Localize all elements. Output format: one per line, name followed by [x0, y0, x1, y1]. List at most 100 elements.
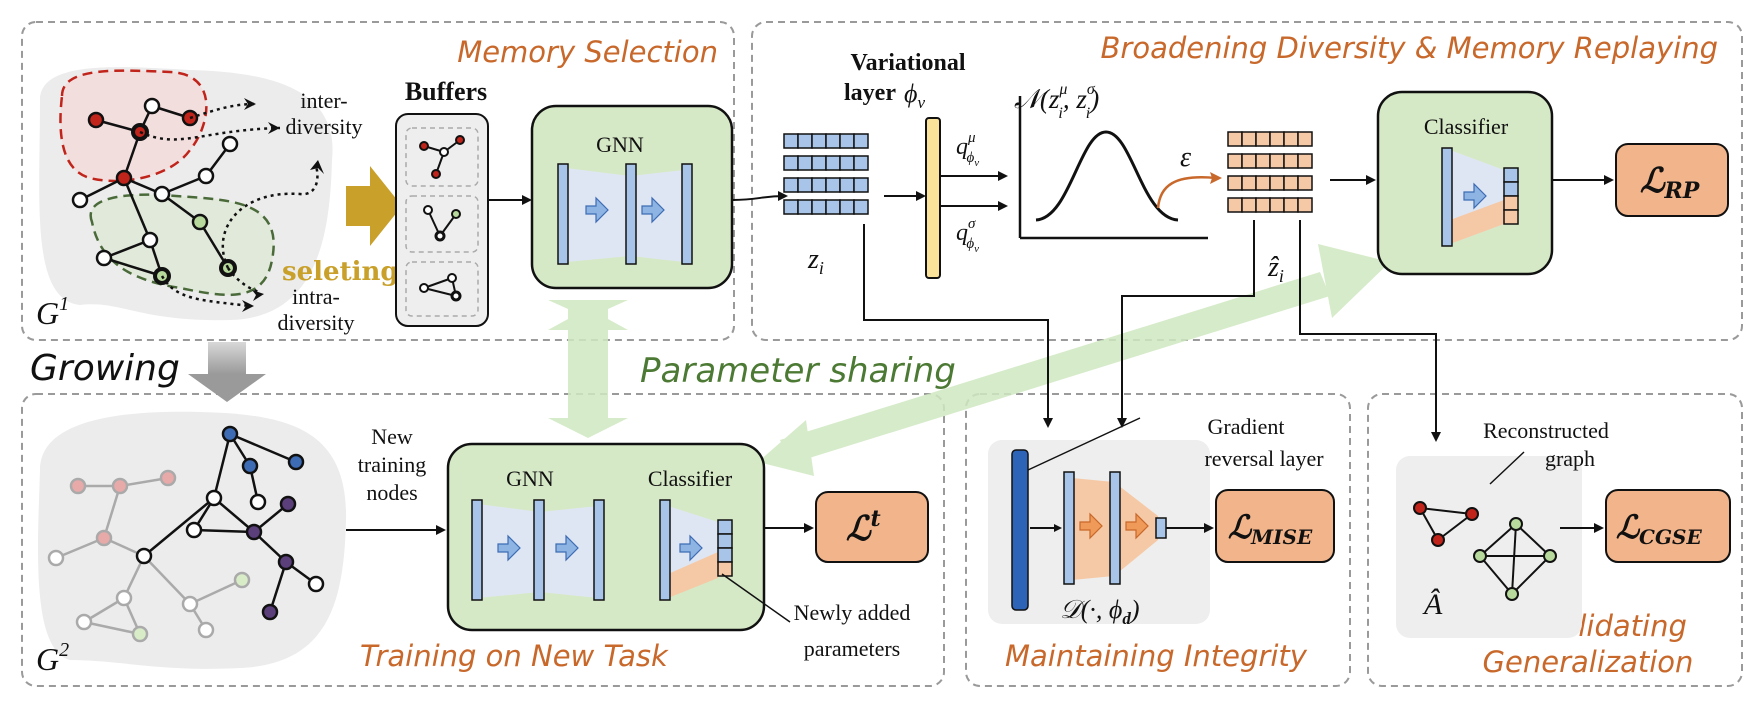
graph-g2 — [38, 411, 347, 669]
variational-title-line1: Variational — [850, 50, 965, 76]
newly-added-line1: Newly added — [794, 600, 911, 625]
inter-diversity-line1: inter- — [300, 88, 347, 113]
z-hat-embedding-cell — [1269, 175, 1285, 191]
epsilon-label: ε — [1180, 142, 1191, 173]
z-hat-embedding-cell — [1255, 197, 1271, 213]
epsilon-arrowhead — [1210, 172, 1222, 184]
z-hat-embedding-cell — [1227, 197, 1243, 213]
growing-label: Growing — [30, 348, 180, 389]
z-hat-i-label: ẑi — [1267, 252, 1284, 286]
z-embedding-cell — [811, 133, 827, 149]
growing-arrow — [188, 342, 266, 402]
inter-diversity-line2: diversity — [286, 114, 363, 139]
z-hat-embedding-cell — [1269, 197, 1285, 213]
z-embedding-cell — [783, 155, 799, 171]
consolidating-title-line2: Generalization — [1483, 645, 1694, 679]
z-hat-embedding-cell — [1255, 175, 1271, 191]
buffer-item-2 — [405, 195, 479, 253]
newly-added-pointer — [721, 573, 791, 623]
z-hat-embedding-cell — [1297, 175, 1313, 191]
seleting-label: seleting — [282, 257, 399, 287]
buffers-box — [395, 113, 489, 327]
consolidating-section — [1367, 393, 1743, 687]
gnn-bottom-layers — [471, 499, 605, 601]
z-embedding-cell — [797, 133, 813, 149]
buffer-item-3 — [405, 261, 479, 317]
new-training-nodes-line3: nodes — [366, 480, 417, 505]
z-i-label: zi — [807, 244, 824, 278]
training-title: Training on New Task — [360, 639, 669, 673]
z-hat-embedding-cell — [1297, 153, 1313, 169]
z-hat-embedding-cell — [1269, 153, 1285, 169]
z-hat-embedding-cell — [1227, 153, 1243, 169]
z-embedding-cell — [811, 199, 827, 215]
z-hat-embedding-cell — [1269, 131, 1285, 147]
z-embedding-cell — [839, 177, 855, 193]
loss-rp-box — [1615, 143, 1729, 217]
graph-g1 — [39, 67, 333, 321]
z-embedding-cell — [825, 177, 841, 193]
training-section — [21, 393, 945, 687]
z-embedding — [783, 133, 869, 215]
memory-selection-title: Memory Selection — [457, 35, 718, 69]
z-embedding-cell — [839, 155, 855, 171]
z-hat-embedding-cell — [1297, 131, 1313, 147]
parameter-sharing-label: Parameter sharing — [640, 351, 956, 391]
maintaining-title: Maintaining Integrity — [1005, 639, 1308, 673]
g2-label: G2 — [36, 639, 69, 677]
z-hat-embedding-cell — [1227, 175, 1243, 191]
loss-rp-label: ℒRP — [1640, 161, 1701, 204]
z-hat-embedding-cell — [1255, 153, 1271, 169]
buffers-title: Buffers — [405, 77, 487, 106]
z-hat-embedding-cell — [1241, 175, 1257, 191]
z-embedding-cell — [853, 199, 869, 215]
z-embedding-cell — [797, 199, 813, 215]
selecting-arrow — [346, 166, 402, 246]
reconstructed-graph-line1: Reconstructed — [1483, 418, 1609, 443]
gradient-reversal-bar — [1011, 449, 1029, 611]
intra-diversity-line2: diversity — [278, 310, 355, 335]
reconstructed-graph-line2: graph — [1545, 446, 1595, 471]
z-hat-embedding-cell — [1283, 175, 1299, 191]
newly-added-line2: parameters — [804, 636, 901, 661]
gradient-reversal-line1: Gradient — [1208, 414, 1285, 439]
z-embedding-cell — [825, 133, 841, 149]
z-hat-embedding-cell — [1283, 197, 1299, 213]
z-hat-embedding-cell — [1283, 131, 1299, 147]
g1-label: G1 — [36, 293, 69, 331]
z-hat-embedding-cell — [1283, 153, 1299, 169]
gnn-top-label: GNN — [596, 132, 644, 157]
broadening-title: Broadening Diversity & Memory Replaying — [1101, 31, 1718, 65]
loss-t-label: ℒt — [846, 506, 881, 549]
z-embedding-cell — [839, 133, 855, 149]
loss-cgse-box — [1605, 489, 1731, 563]
z-embedding-cell — [783, 177, 799, 193]
gaussian-plot — [1018, 96, 1208, 240]
z-embedding-cell — [853, 155, 869, 171]
intra-diversity-line1: intra- — [292, 284, 340, 309]
arrow-zhat-to-cgse — [1299, 220, 1441, 442]
z-hat-embedding-cell — [1241, 197, 1257, 213]
z-embedding-cell — [853, 177, 869, 193]
z-embedding-cell — [783, 133, 799, 149]
z-embedding-cell — [853, 133, 869, 149]
z-embedding-cell — [839, 199, 855, 215]
epsilon-arrow — [1156, 176, 1217, 209]
gradient-reversal-pointer — [1027, 417, 1141, 471]
maintaining-section — [965, 393, 1351, 687]
reconstructed-pointer — [1489, 451, 1525, 485]
classifier-top-label: Classifier — [1424, 114, 1509, 139]
loss-mise-box — [1215, 489, 1335, 563]
memory-selection-section — [21, 21, 735, 341]
z-embedding-cell — [797, 155, 813, 171]
z-embedding-cell — [825, 199, 841, 215]
z-hat-embedding — [1227, 131, 1313, 213]
z-embedding-cell — [811, 155, 827, 171]
z-hat-embedding-cell — [1255, 131, 1271, 147]
a-hat-label: Â — [1422, 588, 1443, 621]
z-hat-embedding-cell — [1241, 131, 1257, 147]
z-embedding-cell — [797, 177, 813, 193]
